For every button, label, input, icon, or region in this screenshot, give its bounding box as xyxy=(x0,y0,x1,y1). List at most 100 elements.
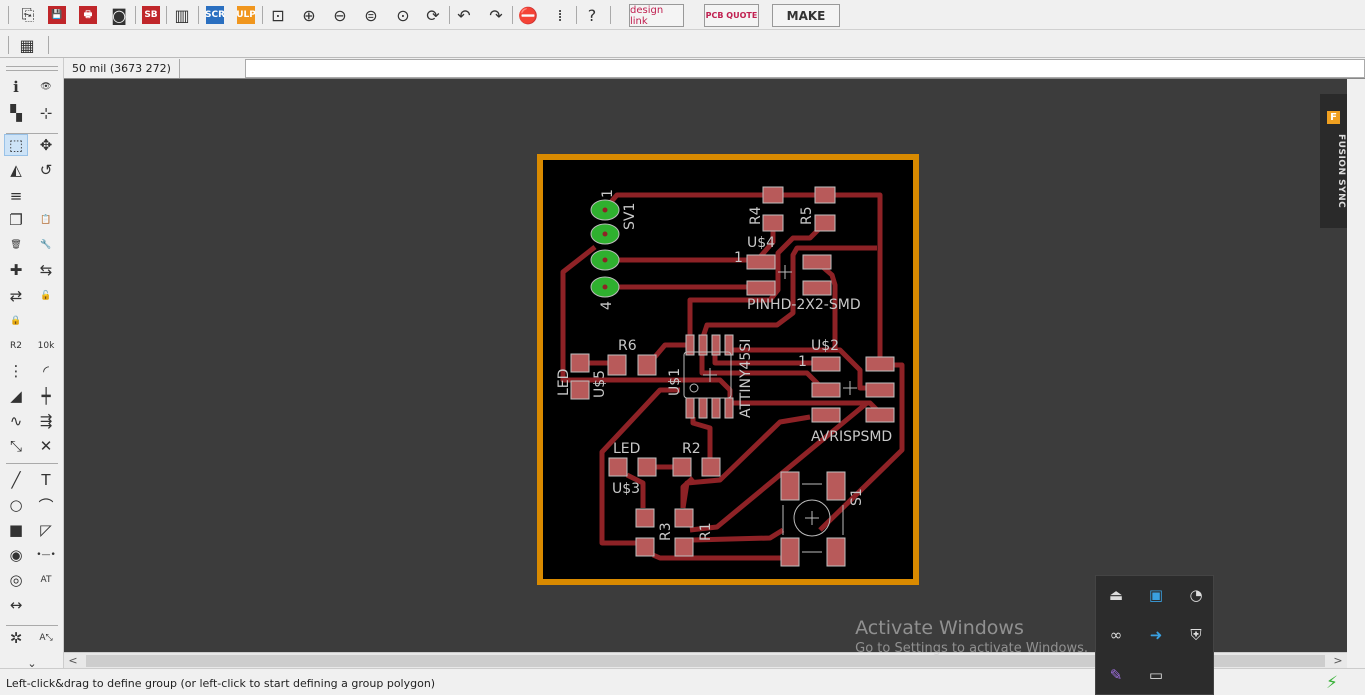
move-icon[interactable]: ✥ xyxy=(39,136,53,154)
board-canvas[interactable]: 1 SV1 4 R4 R5 U$4 1 PINHD-2X2-SMD R6 LED… xyxy=(64,79,1347,652)
name-icon[interactable]: R2 xyxy=(10,341,22,351)
hole-icon[interactable]: ◎ xyxy=(9,571,23,589)
route-multiple-icon[interactable]: ⇶ xyxy=(39,412,53,430)
separator xyxy=(610,6,611,24)
vertical-scrollbar[interactable] xyxy=(1347,79,1365,652)
designlink-button[interactable]: design link xyxy=(629,4,684,27)
scroll-left-icon[interactable]: < xyxy=(68,654,78,667)
fusion-sync-panel[interactable]: F FUSION SYNC xyxy=(1320,94,1347,228)
dimension-icon[interactable]: ↔ xyxy=(9,596,23,614)
change-icon[interactable]: 🔧 xyxy=(40,240,52,250)
open-icon[interactable]: ⎘ xyxy=(21,5,35,24)
help-icon[interactable]: ? xyxy=(587,5,597,25)
system-tray-overflow: ⏏ ▣ ◔ ∞ ➜ ⛨ ✎ ▭ xyxy=(1095,575,1214,695)
more-tools-icon[interactable]: ⌄ xyxy=(27,656,37,670)
show-icon[interactable]: 👁 xyxy=(40,82,52,92)
make-button[interactable]: MAKE xyxy=(772,4,840,27)
separator xyxy=(48,36,49,54)
paste-icon[interactable]: 📋 xyxy=(40,215,52,225)
label-u4-pin1: 1 xyxy=(734,250,743,266)
component-labels: 1 SV1 4 R4 R5 U$4 1 PINHD-2X2-SMD R6 LED… xyxy=(556,189,892,541)
app-blue-icon[interactable]: ▣ xyxy=(1148,586,1164,604)
mark-icon[interactable]: ⊹ xyxy=(39,104,53,122)
separator xyxy=(6,133,58,134)
miter-icon[interactable]: ◜ xyxy=(43,362,49,380)
redraw-icon[interactable]: ⟳ xyxy=(426,5,440,25)
print-icon[interactable]: 🖶 xyxy=(79,6,97,24)
lightning-icon[interactable]: ⚡ xyxy=(1326,673,1338,693)
scroll-right-icon[interactable]: > xyxy=(1333,654,1343,667)
zoom-select-icon[interactable]: ⊜ xyxy=(364,5,378,25)
signal-icon[interactable]: •—• xyxy=(36,550,56,560)
separator xyxy=(166,6,167,24)
rect-icon[interactable]: ■ xyxy=(8,521,24,539)
smash-icon[interactable]: ⋮ xyxy=(8,362,24,380)
coordinate-display: 50 mil (3673 272) xyxy=(64,59,180,78)
via-icon[interactable]: ◉ xyxy=(9,546,23,564)
meander-icon[interactable]: ∿ xyxy=(9,412,23,430)
replace-icon[interactable]: ⇆ xyxy=(39,261,53,279)
pcb-quote-button[interactable]: PCB QUOTE xyxy=(704,4,759,27)
separator xyxy=(8,6,9,24)
add-icon[interactable]: ✚ xyxy=(9,261,23,279)
monitor-icon[interactable]: ▭ xyxy=(1148,666,1164,684)
feather-icon[interactable]: ✎ xyxy=(1109,666,1123,684)
polygon-icon[interactable]: ◸ xyxy=(40,521,52,539)
value-icon[interactable]: 10k xyxy=(37,341,55,351)
library-icon[interactable]: ▥ xyxy=(174,5,190,25)
optimize-icon[interactable]: ┿ xyxy=(41,387,51,405)
label-led-u5: LED xyxy=(556,369,572,396)
horizontal-scrollbar[interactable]: < > xyxy=(64,652,1347,668)
ratsnest-icon[interactable]: ✲ xyxy=(9,629,23,647)
label-s1: S1 xyxy=(849,488,865,506)
script-icon[interactable]: SCR xyxy=(205,6,225,24)
undo-icon[interactable]: ↶ xyxy=(457,5,471,25)
stop-icon[interactable]: ⛔ xyxy=(518,5,538,25)
security-alert-icon[interactable]: ⛨ xyxy=(1190,626,1202,644)
cam-icon[interactable]: ◙ xyxy=(111,5,127,25)
ripup-icon[interactable]: ✕ xyxy=(39,437,53,455)
line-icon[interactable]: ╱ xyxy=(11,471,21,489)
copy-icon[interactable]: ❐ xyxy=(9,211,23,229)
main-toolbar: ⎘ 💾 🖶 ◙ SB ▥ SCR ULP ⊡ ⊕ ⊖ ⊜ ⊙ ⟳ ↶ ↷ ⛔ ⁞? design link PCB Q… xyxy=(0,0,1365,30)
rotate-icon[interactable]: ↺ xyxy=(39,161,53,179)
label-u2-pin1: 1 xyxy=(798,354,807,370)
share-arrow-icon[interactable]: ➜ xyxy=(1149,626,1163,644)
sch-brd-switch-icon[interactable]: SB xyxy=(142,6,160,24)
align-icon[interactable]: ≡ xyxy=(9,187,23,205)
usb-eject-icon[interactable]: ⏏ xyxy=(1108,586,1124,604)
label-u4: U$4 xyxy=(747,235,775,251)
mirror-icon[interactable]: ◭ xyxy=(10,161,22,179)
zoom-in-icon[interactable]: ⊕ xyxy=(302,5,316,25)
split-icon[interactable]: ◢ xyxy=(10,387,22,405)
go-icon[interactable]: ⁞ xyxy=(557,5,563,25)
redo-icon[interactable]: ↷ xyxy=(489,5,503,25)
circle-icon[interactable]: ○ xyxy=(9,496,23,514)
attribute-icon[interactable]: AT xyxy=(40,575,52,585)
zoom-menu-icon[interactable]: ⊙ xyxy=(396,5,410,25)
scroll-thumb[interactable] xyxy=(86,655,1325,667)
separator xyxy=(198,6,199,24)
swap-icon[interactable]: ⇄ xyxy=(9,287,23,305)
lock-menu-icon[interactable]: 🔓 xyxy=(40,291,52,301)
route-icon[interactable]: ⤡ xyxy=(9,437,22,455)
arc-icon[interactable]: ⌒ xyxy=(38,496,54,515)
save-icon[interactable]: 💾 xyxy=(48,6,66,24)
grid-icon[interactable]: ▦ xyxy=(19,35,35,55)
ulp-icon[interactable]: ULP xyxy=(236,6,256,24)
wifi-paused-icon[interactable]: ◔ xyxy=(1189,586,1203,604)
lock-icon[interactable]: 🔒 xyxy=(10,316,22,326)
command-input[interactable] xyxy=(245,59,1365,78)
group-icon[interactable]: ⬚ xyxy=(4,134,28,156)
delete-icon[interactable]: 🗑 xyxy=(10,240,22,250)
label-sv1-pin1: 1 xyxy=(600,189,616,198)
creative-cloud-icon[interactable]: ∞ xyxy=(1109,626,1123,644)
info-icon[interactable]: ℹ xyxy=(13,78,19,96)
zoom-fit-icon[interactable]: ⊡ xyxy=(271,5,285,25)
zoom-out-icon[interactable]: ⊖ xyxy=(333,5,347,25)
text-icon[interactable]: T xyxy=(41,471,51,489)
secondary-toolbar: ▦ xyxy=(0,30,1365,58)
autorouter-icon[interactable]: A⤡ xyxy=(39,633,53,643)
status-message: Left-click&drag to define group (or left… xyxy=(6,677,436,690)
display-layers-icon[interactable]: ▚ xyxy=(10,104,22,122)
